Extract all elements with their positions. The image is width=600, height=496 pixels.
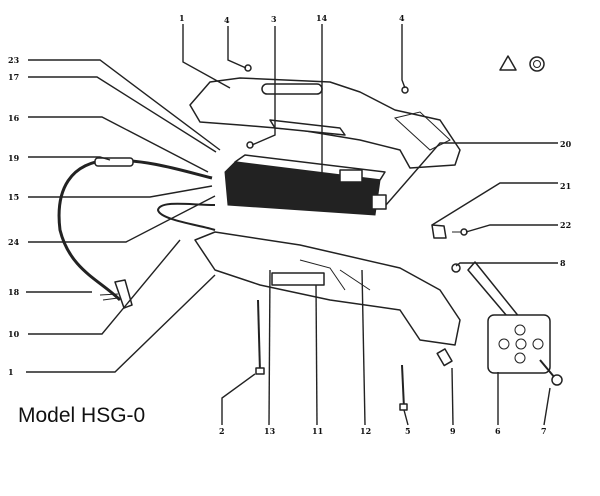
label-1-left: 1	[8, 367, 14, 377]
label-10: 10	[8, 329, 20, 339]
face-plate	[467, 261, 551, 374]
upper-housing	[189, 77, 461, 169]
label-8: 8	[560, 258, 566, 268]
heating-element	[224, 154, 387, 216]
lower-housing	[194, 231, 461, 346]
label-19: 19	[8, 153, 20, 163]
screw-7	[551, 374, 563, 386]
label-22: 22	[560, 220, 571, 230]
label-3: 3	[271, 14, 277, 24]
label-9: 9	[450, 426, 456, 436]
label-23: 23	[8, 55, 20, 65]
label-21: 21	[560, 181, 571, 191]
label-11: 11	[312, 426, 323, 436]
label-7: 7	[541, 426, 547, 436]
plug-18	[114, 279, 133, 309]
model-title: Model HSG-0	[18, 404, 146, 427]
nut-8	[451, 263, 461, 273]
label-13: 13	[264, 426, 276, 436]
label-18: 18	[8, 287, 20, 297]
label-16: 16	[8, 113, 20, 123]
label-15: 15	[8, 192, 19, 202]
label-20: 20	[560, 139, 572, 149]
fuse-9	[436, 348, 453, 367]
label-5: 5	[405, 426, 411, 436]
label-4-a: 4	[224, 15, 230, 25]
strain-relief-19	[94, 157, 134, 167]
label-6: 6	[495, 426, 501, 436]
label-17: 17	[8, 72, 19, 82]
label-12: 12	[360, 426, 371, 436]
leader-lines	[26, 24, 558, 426]
label-2: 2	[219, 426, 225, 436]
label-14: 14	[316, 13, 328, 23]
label-4-b: 4	[399, 13, 405, 23]
label-24: 24	[8, 237, 20, 247]
certification-marks-icon	[499, 55, 545, 72]
label-1-top: 1	[179, 13, 185, 23]
